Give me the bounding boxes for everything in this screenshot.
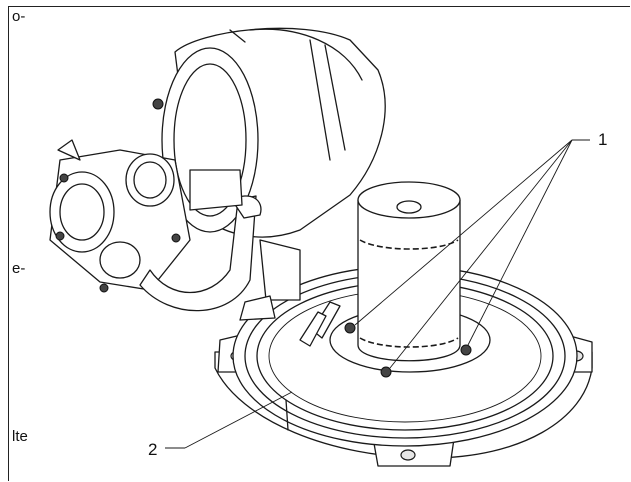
callout-label-1: 1 [598,130,608,149]
clipped-text-bottom: lte [12,428,28,445]
leader-lines [165,139,590,449]
burner-cylinder [357,181,461,362]
clipped-text-middle: e- [12,260,26,277]
figure-frame [8,6,630,481]
gas-tube [139,169,301,321]
callout-label-2: 2 [148,440,158,459]
gas-valve [49,98,191,293]
clipped-text-top: o- [12,8,26,25]
